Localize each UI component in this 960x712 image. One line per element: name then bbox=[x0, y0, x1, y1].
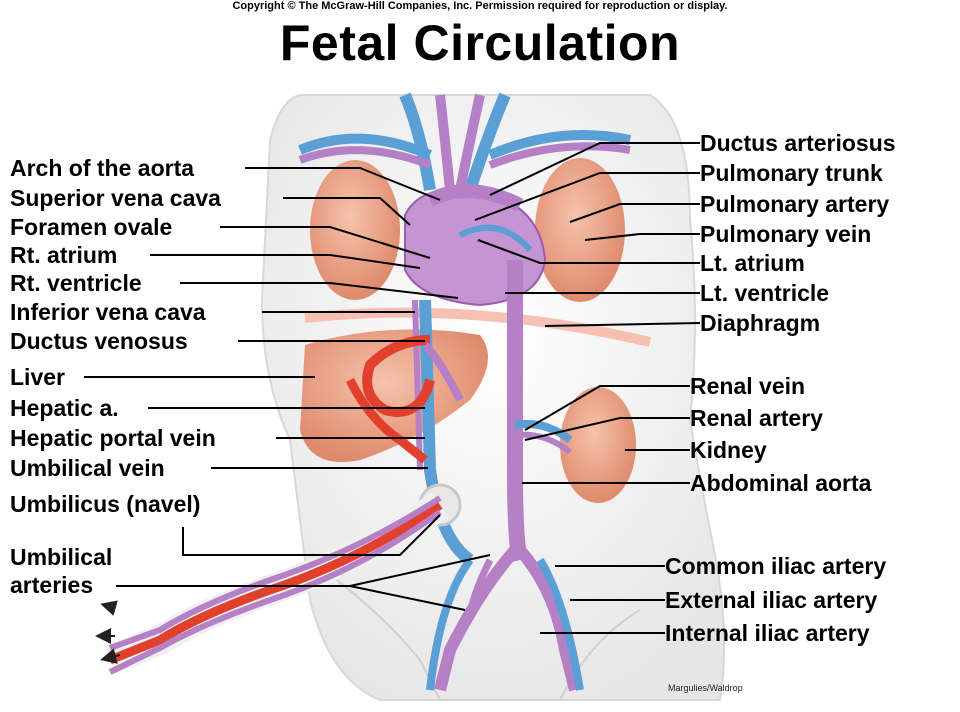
label-renal-artery: Renal artery bbox=[690, 405, 823, 431]
right-lung bbox=[310, 160, 400, 300]
label-lt-atrium: Lt. atrium bbox=[700, 250, 805, 276]
page-title: Fetal Circulation bbox=[279, 15, 681, 71]
label-kidney: Kidney bbox=[690, 437, 767, 463]
label-umbilical-arteries-line1: Umbilical bbox=[10, 544, 113, 570]
leader-lines bbox=[84, 142, 701, 634]
label-ductus-venosus: Ductus venosus bbox=[10, 328, 188, 354]
left-lung bbox=[535, 158, 625, 302]
label-pulmonary-trunk: Pulmonary trunk bbox=[700, 160, 883, 186]
label-abdominal-aorta: Abdominal aorta bbox=[690, 470, 872, 496]
copyright-notice: Copyright © The McGraw-Hill Companies, I… bbox=[232, 0, 728, 12]
label-external-iliac-artery: External iliac artery bbox=[665, 587, 878, 613]
label-common-iliac-artery: Common iliac artery bbox=[665, 553, 887, 579]
label-liver: Liver bbox=[10, 364, 65, 390]
label-renal-vein: Renal vein bbox=[690, 373, 806, 399]
label-umbilical-arteries-line2: arteries bbox=[10, 572, 94, 598]
label-superior-vena-cava: Superior vena cava bbox=[10, 185, 221, 211]
descending-aorta bbox=[507, 260, 528, 562]
label-diaphragm: Diaphragm bbox=[700, 310, 821, 336]
label-rt-atrium: Rt. atrium bbox=[10, 242, 118, 268]
label-rt-ventricle: Rt. ventricle bbox=[10, 270, 142, 296]
label-internal-iliac-artery: Internal iliac artery bbox=[665, 620, 870, 646]
label-umbilical-vein: Umbilical vein bbox=[10, 455, 165, 481]
label-hepatic-a: Hepatic a. bbox=[10, 395, 119, 421]
label-foramen-ovale: Foramen ovale bbox=[10, 214, 173, 240]
kidney-organ bbox=[560, 387, 636, 503]
label-hepatic-portal-vein: Hepatic portal vein bbox=[10, 425, 216, 451]
label-pulmonary-vein: Pulmonary vein bbox=[700, 221, 872, 247]
label-inferior-vena-cava: Inferior vena cava bbox=[10, 299, 206, 325]
label-arch-of-aorta: Arch of the aorta bbox=[10, 155, 195, 181]
label-pulmonary-artery: Pulmonary artery bbox=[700, 191, 890, 217]
diaphragm-band bbox=[304, 307, 652, 347]
label-ductus-arteriosus: Ductus arteriosus bbox=[700, 130, 896, 156]
label-umbilicus: Umbilicus (navel) bbox=[10, 491, 201, 517]
illustrator-credit: Margulies/Waldrop bbox=[668, 683, 743, 693]
label-lt-ventricle: Lt. ventricle bbox=[700, 280, 830, 306]
